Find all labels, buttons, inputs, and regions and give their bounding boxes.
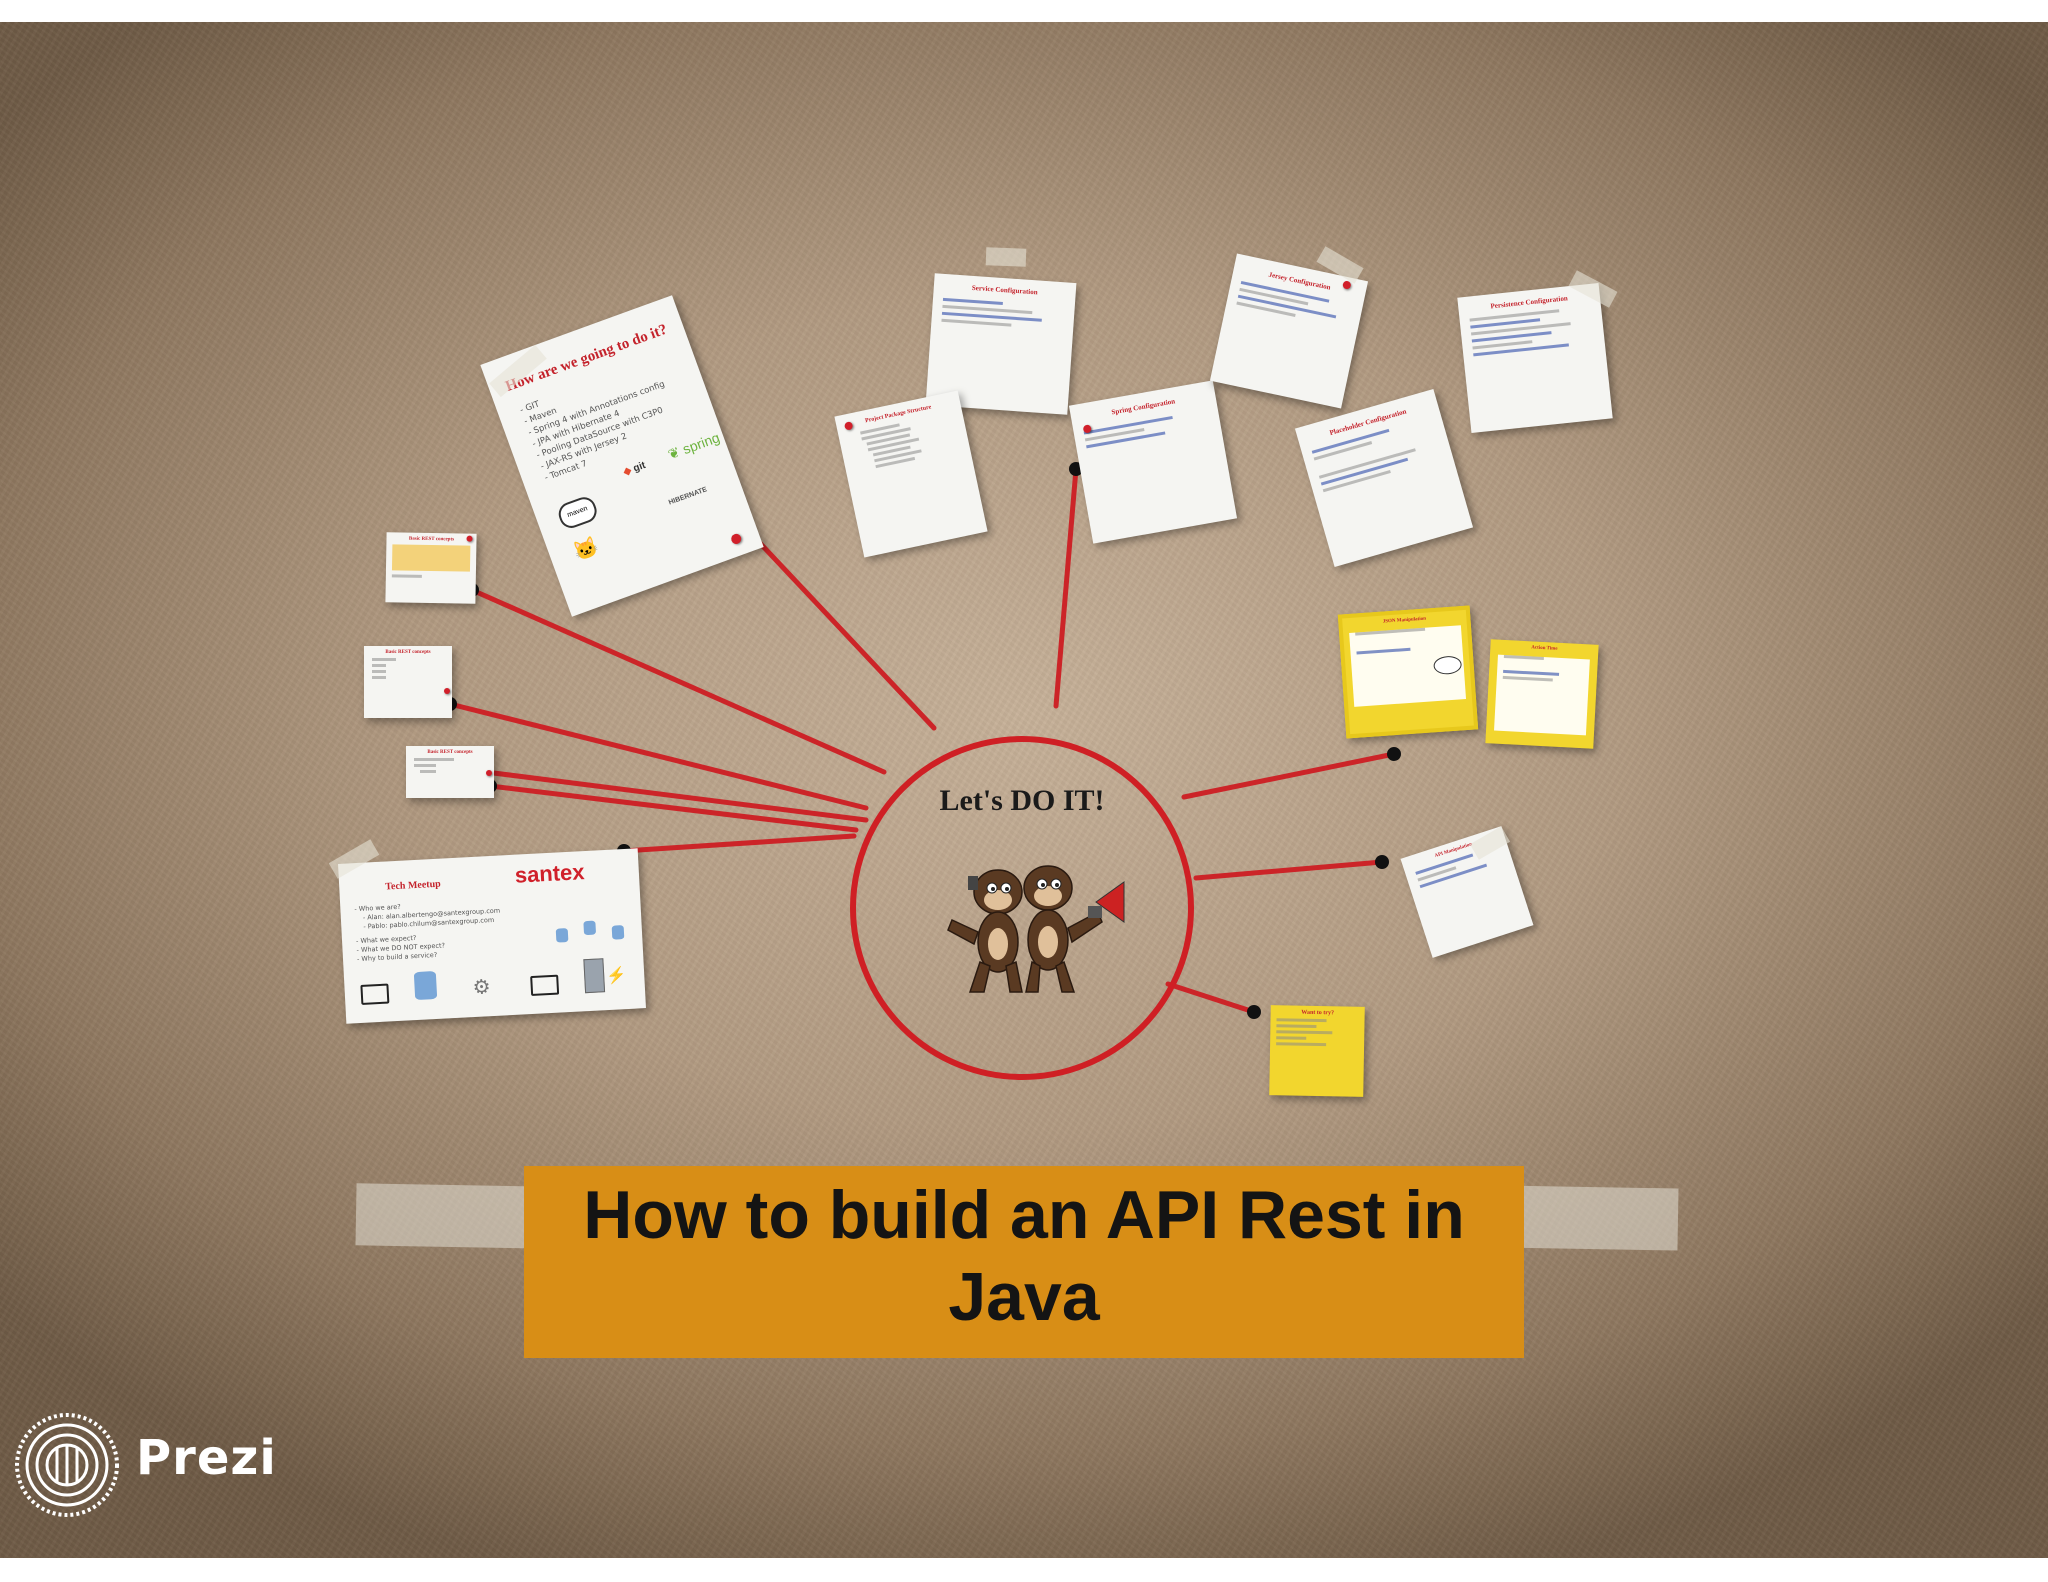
hub-circle[interactable]: Let's DO IT! [850,736,1194,1080]
connector-point [1387,747,1401,761]
connector-lines [447,466,1397,1015]
connector-point [1247,1005,1261,1019]
santex-logo: santex [514,859,586,888]
slide-title: Action Time [1531,645,1558,652]
slide-action-time[interactable]: Action Time [1485,639,1599,749]
connector-line-rest3 [487,783,859,833]
slide-title: Basic REST concepts [408,536,455,543]
connector-line-tech [621,833,857,854]
pushpin-icon [843,421,854,431]
connector-line-misc [467,767,869,823]
slide-json-manipulation[interactable]: JSON Manipulation [1337,605,1479,739]
slide-title: Tech Meetup [385,878,441,893]
pushpin-icon [444,688,450,694]
title-line-1: How to build an API Rest in [583,1177,1465,1253]
slide-title: Basic REST concepts [427,750,473,755]
prezi-canvas: How are we going to do it? - GIT - Maven… [0,22,2048,1558]
title-banner [524,1166,1524,1358]
connector-point [1375,855,1389,869]
speech-bubble [1433,655,1463,676]
database-icon [611,925,625,940]
git-logo: ◆ git [622,459,648,479]
slide-basic-rest-1[interactable]: Basic REST concepts [385,532,477,604]
gear-icon: ⚙ [472,976,492,1000]
laptop-icon [530,974,560,997]
prezi-logo-icon[interactable] [14,1412,120,1518]
database-icon [413,970,438,1001]
database-icon [555,928,569,943]
slide-spring-configuration[interactable]: Spring Configuration [1068,380,1238,544]
slide-table [391,544,471,572]
laptop-icon [360,983,390,1005]
connector-line-rest1 [469,587,887,775]
title-line-2: Java [948,1259,1100,1335]
slide-basic-rest-3[interactable]: Basic REST concepts [406,746,494,798]
server-icon [583,958,606,994]
database-icon [583,920,597,936]
connector-line-how [739,521,937,731]
slide-persistence-configuration[interactable]: Persistence Configuration [1457,282,1613,434]
hibernate-logo: HIBERNATE [667,486,709,507]
slide-title: Persistence Configuration [1490,294,1569,311]
tape-strip [985,247,1027,267]
connector-line-want [1165,981,1257,1015]
lightning-icon: ⚡ [605,967,627,986]
pushpin-icon [466,535,473,542]
maven-logo: maven [555,493,600,532]
presentation-title: How to build an API Rest in Java [524,1174,1524,1338]
connector-line-spring [1053,466,1079,709]
slide-title: Want to try? [1301,1009,1335,1017]
slide-title: Service Configuration [971,283,1038,297]
monkeys-illustration [947,865,1125,993]
tomcat-logo: 🐱tomcat [570,535,602,565]
connector-line-json [1181,751,1397,800]
prezi-wordmark[interactable]: Prezi [136,1430,277,1486]
slide-tech-meetup[interactable]: Tech Meetup santex - Who we are? - Alan:… [338,848,646,1024]
pushpin-icon [729,532,743,546]
slide-title: Basic REST concepts [385,650,431,655]
hub-title: Let's DO IT! [939,784,1105,817]
connector-line-rest2 [447,701,869,811]
slide-basic-rest-2[interactable]: Basic REST concepts [364,646,452,718]
pushpin-icon [486,770,492,776]
connector-line-api [1193,859,1385,881]
slide-want-to-try[interactable]: Want to try? [1269,1005,1365,1097]
